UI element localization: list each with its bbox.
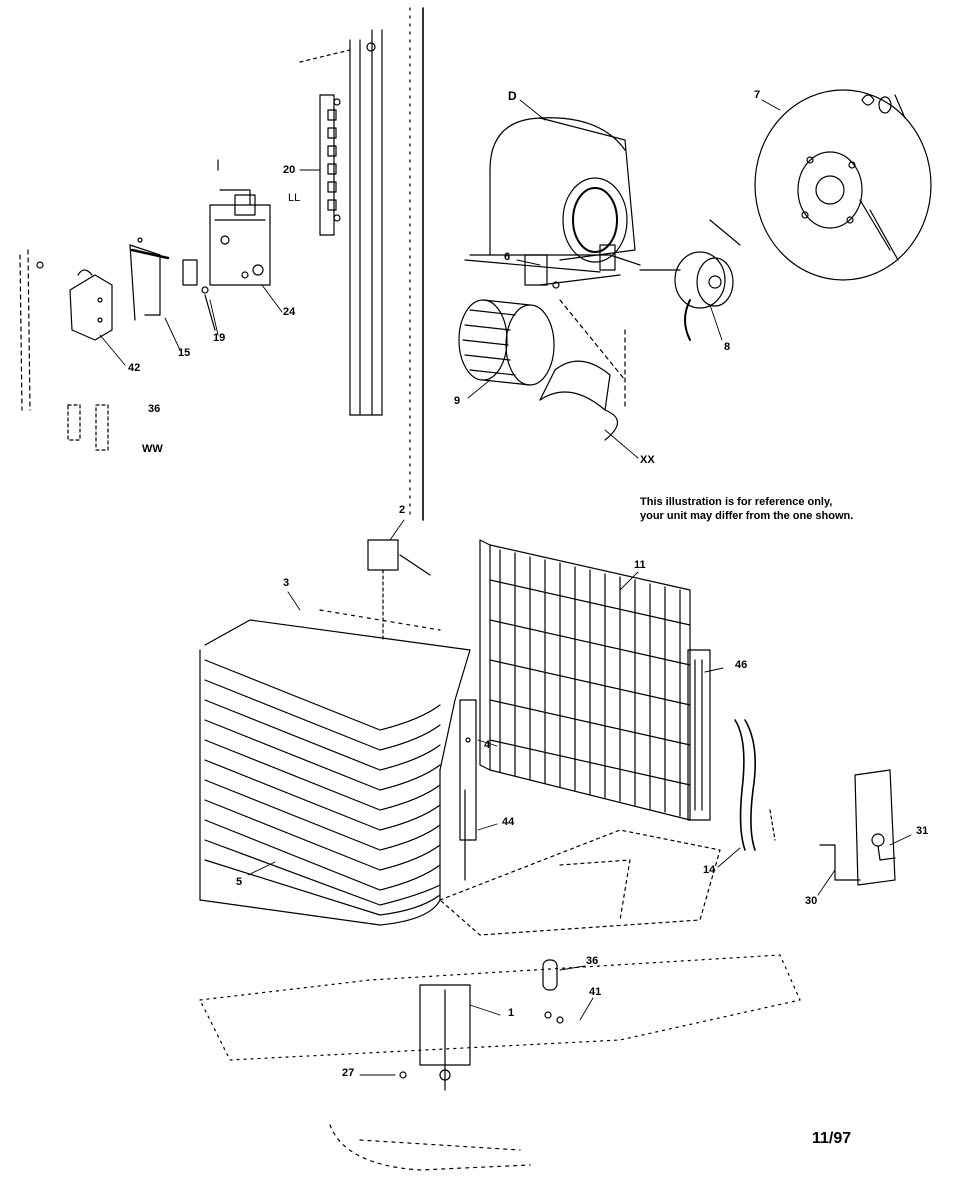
revision-date: 11/97 bbox=[812, 1130, 852, 1147]
base-pan bbox=[200, 830, 800, 1060]
reference-note: This illustration is for reference only,… bbox=[640, 495, 853, 523]
label-4: 4 bbox=[484, 739, 491, 751]
compressor-part-1 bbox=[420, 985, 470, 1090]
leader-lines bbox=[100, 100, 911, 1075]
label-19: 19 bbox=[213, 332, 226, 344]
label-11: 11 bbox=[634, 559, 646, 571]
label-8: 8 bbox=[724, 341, 731, 353]
left-side-panel bbox=[20, 250, 43, 410]
label-7: 7 bbox=[754, 89, 761, 101]
drier-part-36 bbox=[543, 960, 557, 990]
label-9: 9 bbox=[454, 395, 461, 407]
reference-note-line1: This illustration is for reference only, bbox=[640, 496, 833, 508]
label-ww: WW bbox=[142, 443, 163, 455]
label-ll: LL bbox=[288, 192, 301, 204]
label-31: 31 bbox=[916, 825, 929, 837]
grommet-part-27 bbox=[400, 1072, 406, 1078]
bracket-part-42 bbox=[70, 270, 112, 340]
base-bottom bbox=[330, 1125, 530, 1170]
fan-blade-part-3 bbox=[320, 610, 440, 630]
valve-part-41 bbox=[545, 1012, 563, 1023]
blower-wheel-part-9 bbox=[459, 300, 554, 385]
label-36-upper: 36 bbox=[148, 403, 161, 415]
label-20: 20 bbox=[283, 164, 296, 176]
blower-motor-part-8 bbox=[640, 220, 740, 340]
motor-mount-band-xx bbox=[540, 300, 625, 440]
label-5: 5 bbox=[236, 876, 243, 888]
motor-mount-detail-part-7 bbox=[755, 90, 931, 280]
label-30: 30 bbox=[805, 895, 818, 907]
label-1: 1 bbox=[508, 1007, 515, 1019]
condenser-coil-part-5 bbox=[200, 620, 470, 925]
label-42: 42 bbox=[128, 362, 141, 374]
coil-header-part-46 bbox=[688, 650, 710, 820]
label-15: 15 bbox=[178, 347, 191, 359]
label-27: 27 bbox=[342, 1067, 355, 1079]
label-2: 2 bbox=[399, 504, 406, 516]
service-valve-part-31 bbox=[855, 770, 895, 885]
valve-bracket-part-30 bbox=[820, 845, 860, 880]
label-44: 44 bbox=[502, 816, 515, 828]
label-6: 6 bbox=[504, 251, 511, 263]
label-36-lower: 36 bbox=[586, 955, 599, 967]
label-d: D bbox=[508, 89, 517, 103]
label-41: 41 bbox=[589, 986, 602, 998]
label-14: 14 bbox=[703, 864, 716, 876]
refrigerant-tube-part-14 bbox=[735, 720, 775, 850]
terminal-strip-part-20 bbox=[320, 95, 340, 235]
wiring-part-ww bbox=[68, 405, 108, 450]
label-46: 46 bbox=[735, 659, 748, 671]
bracket-part-4 bbox=[460, 700, 476, 840]
contactor-part-24 bbox=[210, 160, 270, 285]
center-divider bbox=[410, 8, 423, 520]
blower-bracket-part-6 bbox=[525, 245, 620, 288]
reference-note-line2: your unit may differ from the one shown. bbox=[640, 510, 854, 522]
fan-motor-part-2 bbox=[368, 540, 430, 640]
relay-part-19 bbox=[183, 260, 215, 330]
capacitor-bracket-part-15 bbox=[130, 238, 168, 320]
label-xx: XX bbox=[640, 454, 655, 466]
label-3: 3 bbox=[283, 577, 290, 589]
label-24: 24 bbox=[283, 306, 296, 318]
control-panel-rail bbox=[300, 30, 382, 415]
coil-part-11 bbox=[480, 540, 690, 820]
blower-housing-part-d bbox=[465, 118, 640, 272]
